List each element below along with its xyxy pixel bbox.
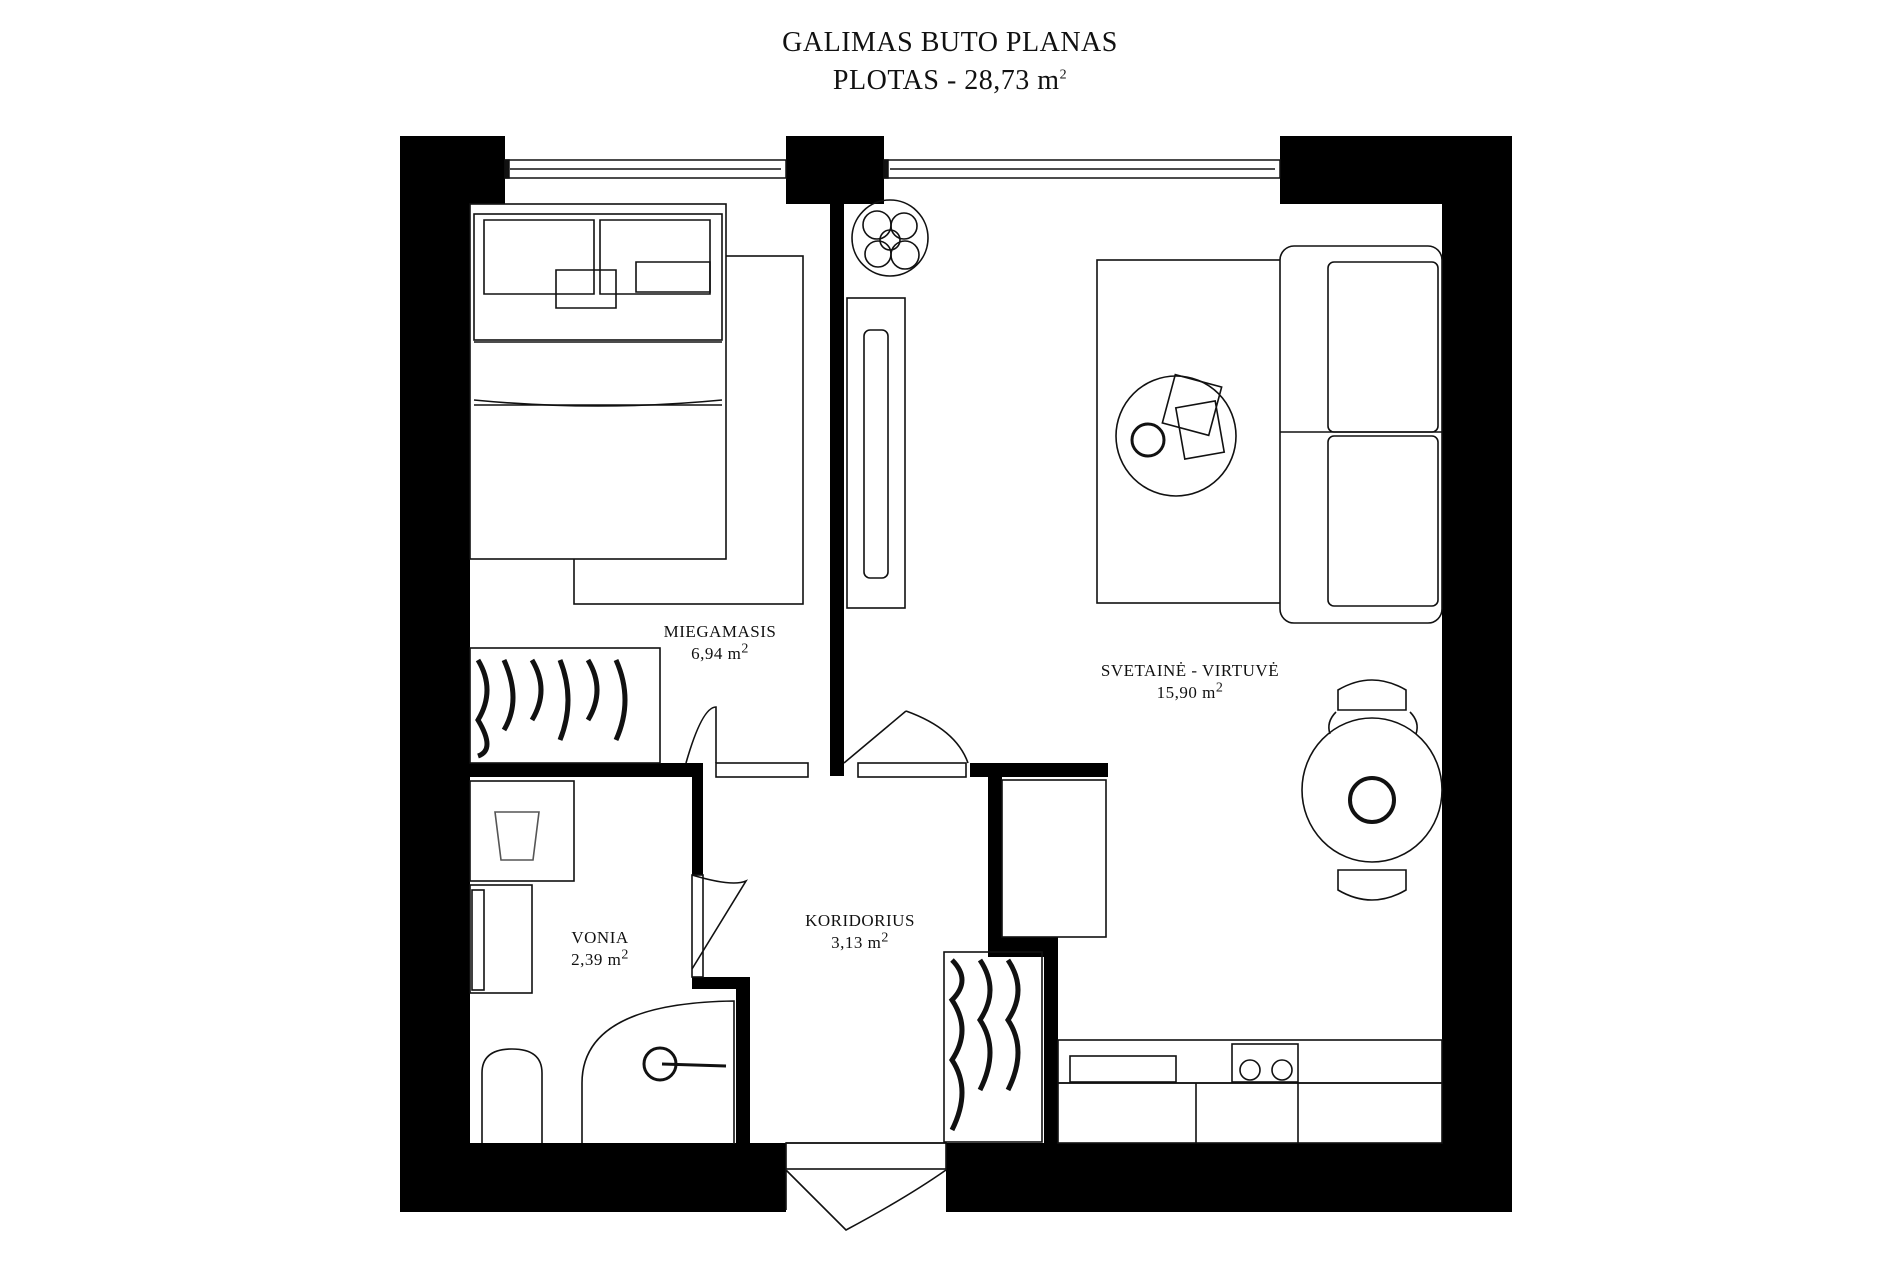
coffee-table [1115,375,1237,497]
plant [851,199,929,277]
wall-bottom-left [400,1143,786,1212]
windows [504,159,1281,179]
wall-hall-kitchen [988,777,1002,957]
walls [400,136,1512,1212]
sink [1069,1055,1177,1083]
hangers-hall [948,958,1021,1132]
counter-top [1057,1039,1443,1084]
wardrobe-bedroom [469,647,661,764]
dining-table [1301,717,1443,863]
room-bathroom-area: 2,39 m2 [571,947,629,969]
shower [581,1000,735,1144]
pillow-left [483,219,595,295]
wall-hall-top-right [970,763,1108,777]
cushion-small-a [555,269,617,309]
door-entrance [785,1142,947,1231]
window-frame-a [504,159,510,179]
wardrobe-hall [943,951,1043,1143]
room-bedroom-name: MIEGAMASIS [663,622,777,641]
vanity [469,884,533,994]
room-hallway: KORIDORIUS 3,13 m2 [775,910,945,954]
fridge [1001,779,1107,938]
toilet [481,1048,543,1143]
room-living-kitchen: SVETAINĖ - VIRTUVĖ 15,90 m2 [1070,660,1310,704]
tv-cabinet [846,297,906,609]
plan-header: GALIMAS BUTO PLANAS PLOTAS - 28,73 m2 [0,24,1900,100]
wall-left [400,136,470,1212]
wall-top-middle [786,136,884,204]
doors [685,706,969,1231]
plan-total-area-unit: 2 [1059,67,1068,83]
wall-bath-hall-upper [692,777,703,875]
dining-chair-right [1409,711,1418,735]
door-living [843,710,907,764]
wall-bedroom-living [830,204,844,776]
wall-right [1442,136,1512,1212]
counter-base [1057,1082,1443,1144]
washing-machine [469,780,575,882]
room-living-kitchen-area: 15,90 m2 [1156,680,1224,702]
room-living-kitchen-name: SVETAINĖ - VIRTUVĖ [1100,661,1280,680]
room-hallway-area: 3,13 m2 [831,930,889,952]
bedroom-furniture [469,203,804,764]
hallway-furniture [943,951,1043,1143]
wall-bath-hall-mid [692,977,750,989]
door-bedroom [685,706,717,764]
wall-bath-hall-lower [736,977,750,1143]
plan-total-area: PLOTAS - 28,73 m2 [0,62,1900,100]
dining-chair-bottom [1337,869,1407,901]
plan-title: GALIMAS BUTO PLANAS [782,27,1118,58]
wall-bedroom-bath-h [470,763,703,777]
room-bedroom: MIEGAMASIS 6,94 m2 [640,621,800,665]
tv [863,329,889,579]
sofa-frame [1279,245,1443,624]
hangers-bedroom [475,658,628,759]
hob [1231,1043,1299,1083]
wall-bottom-right [946,1143,1512,1212]
plan-total-area-value: PLOTAS - 28,73 m [832,65,1060,96]
room-bathroom: VONIA 2,39 m2 [540,927,660,971]
room-bedroom-area: 6,94 m2 [691,641,749,663]
room-hallway-name: KORIDORIUS [805,911,915,930]
dining-chair-top [1337,679,1407,711]
living-furniture [846,199,1443,1144]
room-bathroom-name: VONIA [571,928,629,947]
door-bath [691,874,748,970]
bathroom-furniture [469,780,735,1144]
wall-hall-kitchen-low [1044,937,1058,1143]
dining-chair-left [1328,711,1337,735]
cushion-small-b [635,261,711,293]
window-frame-b [883,159,889,179]
